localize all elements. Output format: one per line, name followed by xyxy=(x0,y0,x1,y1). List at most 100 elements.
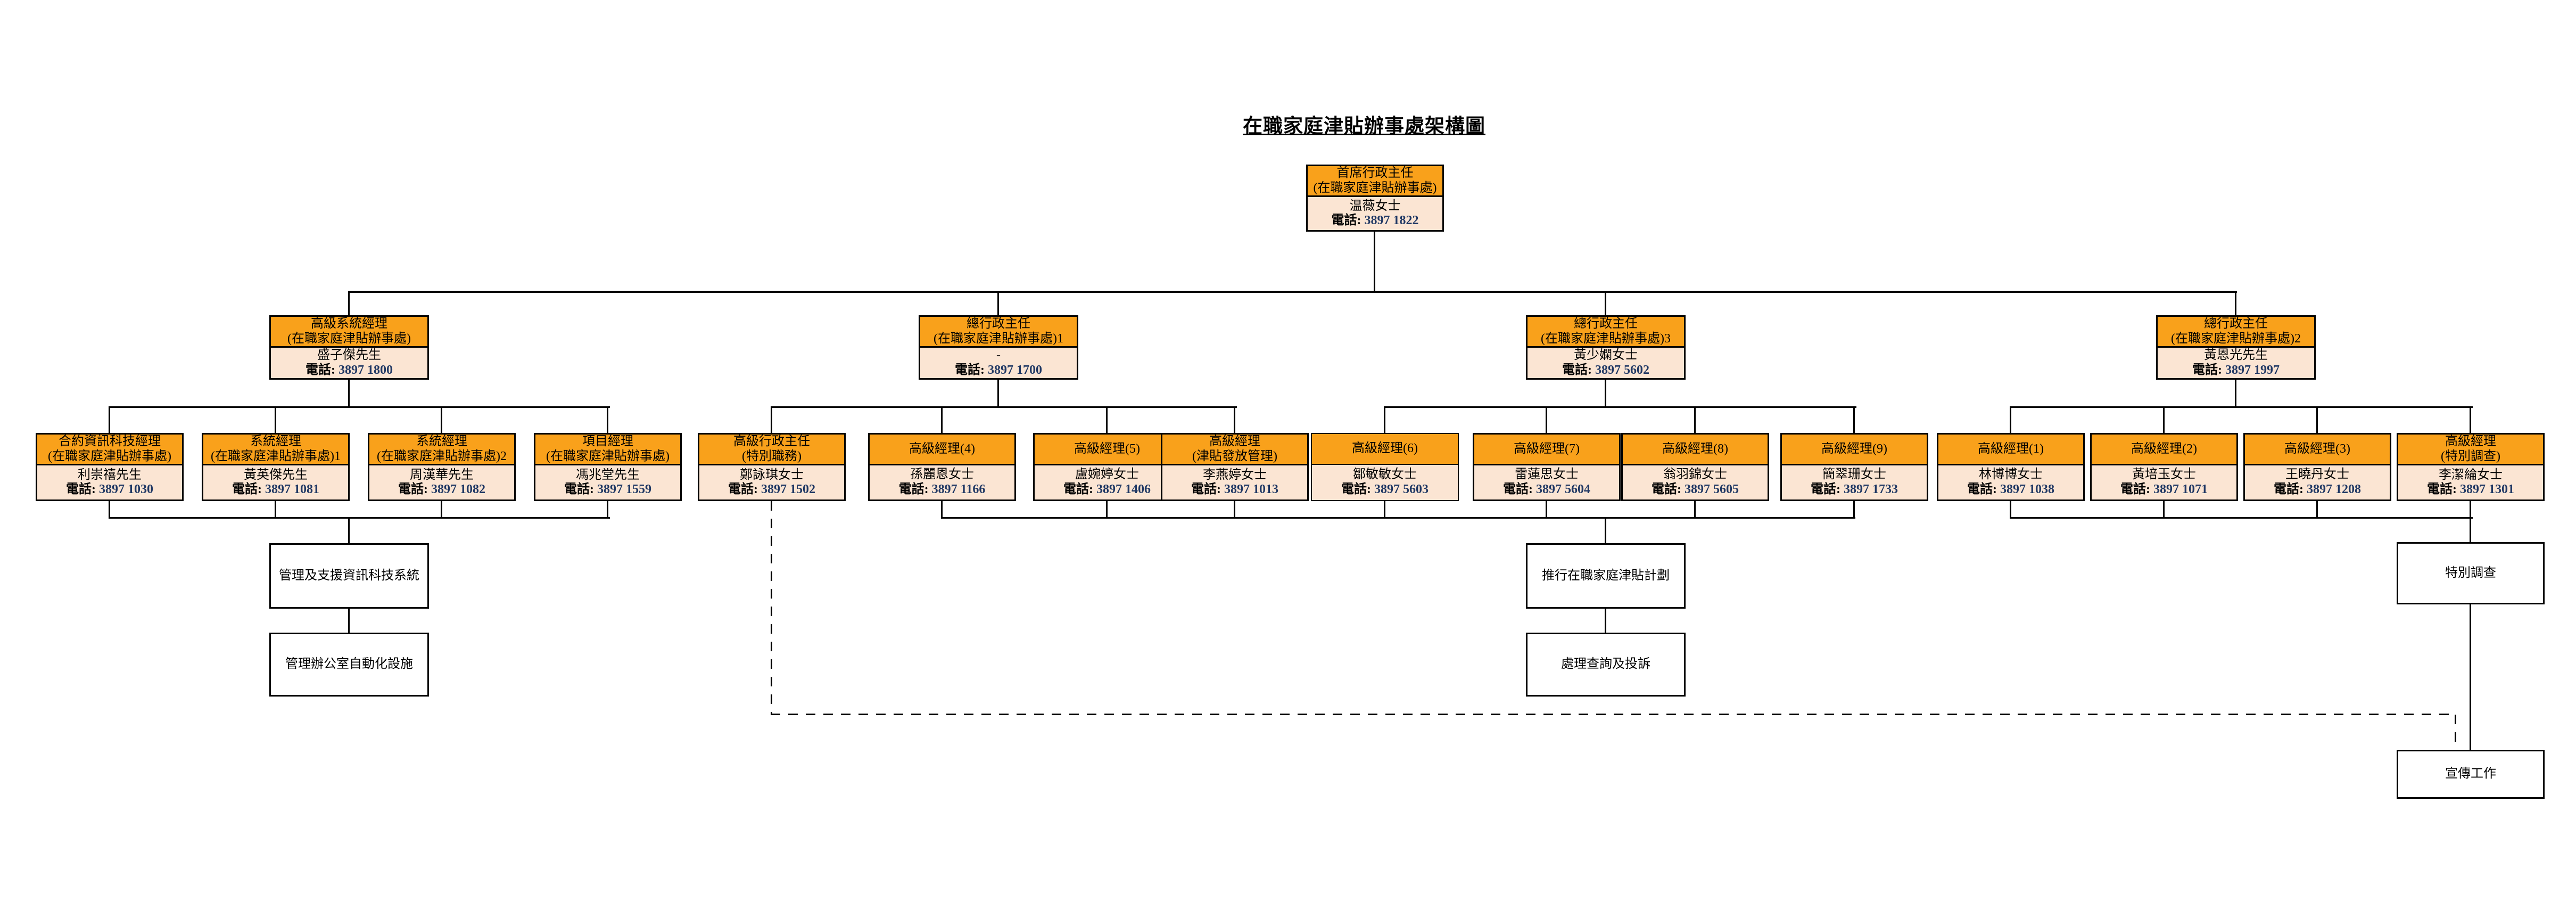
person-name: 利崇禧先生 xyxy=(78,468,142,482)
role-body: 林博博女士 電話: 3897 1038 xyxy=(1938,465,2083,499)
phone-label: 電話: xyxy=(1652,482,1681,496)
connector-stub xyxy=(941,501,943,519)
phone-number: 3897 1559 xyxy=(597,482,651,497)
connector-dashed-horizontal xyxy=(771,714,2456,715)
connector-drop xyxy=(109,408,110,433)
role-subtitle: (津貼發放管理) xyxy=(1192,449,1277,463)
connector-drop xyxy=(441,408,442,433)
connector-drop xyxy=(2235,293,2236,315)
phone-number: 3897 1030 xyxy=(99,482,153,497)
role-body: 利崇禧先生 電話: 3897 1030 xyxy=(37,465,182,499)
phone-label: 電話: xyxy=(1562,363,1592,377)
box-seo-special-duties: 高級行政主任 (特別職務) 鄭詠琪女士 電話: 3897 1502 xyxy=(698,433,846,501)
role-subtitle: (在職家庭津貼辦事處) xyxy=(546,449,670,463)
role-body: 孫麗恩女士 電話: 3897 1166 xyxy=(870,465,1014,499)
phone-number: 3897 1081 xyxy=(265,482,319,497)
task-label: 管理及支援資訊科技系統 xyxy=(279,568,419,583)
role-header: 高級經理(4) xyxy=(870,435,1014,465)
connector-drop xyxy=(348,519,350,543)
phone-line: 電話: 3897 1082 xyxy=(398,482,485,497)
phone-number: 3897 5605 xyxy=(1685,482,1739,496)
phone-line: 電話: 3897 1208 xyxy=(2274,482,2361,497)
person-name: 林博博女士 xyxy=(1979,468,2043,482)
role-body: 李燕婷女士 電話: 3897 1013 xyxy=(1162,465,1307,499)
phone-number: 3897 1502 xyxy=(761,482,815,497)
connector-drop xyxy=(941,408,943,433)
role-header: 總行政主任 (在職家庭津貼辦事處)3 xyxy=(1528,317,1684,348)
role-header: 高級經理(2) xyxy=(2092,435,2236,465)
phone-label: 電話: xyxy=(2192,363,2222,377)
role-title: 首席行政主任 xyxy=(1336,166,1414,180)
phone-number: 3897 1800 xyxy=(338,363,393,377)
person-name: 盛子傑先生 xyxy=(317,348,381,362)
connector-drop xyxy=(2010,408,2011,433)
phone-line: 電話: 3897 1166 xyxy=(899,482,986,497)
connector-drop xyxy=(1853,408,1855,433)
connector-drop xyxy=(1605,609,1606,633)
role-title: 總行政主任 xyxy=(2204,317,2268,331)
phone-line: 電話: 3897 1030 xyxy=(66,482,153,497)
phone-label: 電話: xyxy=(955,363,985,377)
connector-stub xyxy=(275,501,276,519)
box-task-it-systems: 管理及支援資訊科技系統 xyxy=(269,543,429,609)
role-header: 高級經理 (津貼發放管理) xyxy=(1162,435,1307,466)
box-task-enquiries-complaints: 處理查詢及投訴 xyxy=(1526,633,1686,697)
phone-line: 電話: 3897 5602 xyxy=(1562,363,1649,378)
connector-bus-groupB xyxy=(771,406,1237,408)
connector-drop xyxy=(1384,408,1385,433)
phone-line: 電話: 3897 1081 xyxy=(232,482,319,497)
connector-bus-level2 xyxy=(348,291,2237,293)
person-name: 雷蓮思女士 xyxy=(1515,468,1579,482)
phone-line: 電話: 3897 1406 xyxy=(1063,482,1151,497)
phone-label: 電話: xyxy=(1191,482,1221,497)
person-name: 黃英傑先生 xyxy=(244,468,308,482)
connector-stub xyxy=(2010,501,2011,519)
connector-stub xyxy=(1234,501,1235,519)
phone-label: 電話: xyxy=(1341,482,1371,496)
box-senior-manager-8: 高級經理(8) 翁羽錦女士 電話: 3897 5605 xyxy=(1621,433,1769,501)
person-name: 盧婉婷女士 xyxy=(1075,468,1139,482)
phone-line: 電話: 3897 5605 xyxy=(1652,482,1739,497)
phone-label: 電話: xyxy=(564,482,594,497)
person-name: 鄭詠琪女士 xyxy=(740,468,804,482)
connector-taskbus-groupBC xyxy=(941,517,1855,519)
phone-number: 3897 1166 xyxy=(931,482,986,496)
connector-stub xyxy=(1384,501,1385,519)
connector-taskbus-groupA xyxy=(109,517,610,519)
connector-drop xyxy=(2470,408,2471,433)
connector-drop xyxy=(348,380,350,407)
phone-number: 3897 1082 xyxy=(431,482,485,497)
role-body: 雷蓮思女士 電話: 3897 5604 xyxy=(1474,465,1619,499)
task-label: 宣傳工作 xyxy=(2445,767,2496,781)
phone-line: 電話: 3897 5604 xyxy=(1503,482,1590,497)
role-header: 高級行政主任 (特別職務) xyxy=(699,435,844,466)
connector-stub xyxy=(1546,501,1547,519)
phone-number: 3897 1700 xyxy=(988,363,1042,377)
task-label: 處理查詢及投訴 xyxy=(1561,657,1650,671)
connector-drop xyxy=(1106,408,1108,433)
role-subtitle: (特別職務) xyxy=(742,449,802,463)
box-senior-manager-6: 高級經理(6) 鄒敏敏女士 電話: 3897 5603 xyxy=(1311,433,1459,501)
phone-label: 電話: xyxy=(398,482,428,497)
person-name: 孫麗恩女士 xyxy=(910,468,974,482)
box-senior-manager-7: 高級經理(7) 雷蓮思女士 電話: 3897 5604 xyxy=(1473,433,1621,501)
phone-number: 3897 5602 xyxy=(1595,363,1649,377)
box-task-publicity: 宣傳工作 xyxy=(2397,750,2545,799)
box-chief-executive-officer: 首席行政主任 (在職家庭津貼辦事處) 温薇女士 電話: 3897 1822 xyxy=(1306,165,1444,232)
phone-label: 電話: xyxy=(2427,482,2457,497)
role-subtitle: (在職家庭津貼辦事處) xyxy=(48,449,171,463)
role-title: 系統經理 xyxy=(416,435,467,448)
role-title: 高級經理(4) xyxy=(909,441,975,456)
role-body: 周漢華先生 電話: 3897 1082 xyxy=(369,465,514,499)
role-header: 高級經理(1) xyxy=(1938,435,2083,465)
connector-stub xyxy=(1694,501,1696,519)
connector-drop xyxy=(1605,293,1606,315)
role-body: 簡翠珊女士 電話: 3897 1733 xyxy=(1782,465,1927,499)
role-title: 高級經理(9) xyxy=(1821,441,1887,456)
phone-number: 3897 1733 xyxy=(1844,482,1898,496)
role-header: 高級經理 (特別調查) xyxy=(2398,435,2543,466)
box-systems-manager-2: 系統經理 (在職家庭津貼辦事處)2 周漢華先生 電話: 3897 1082 xyxy=(368,433,516,501)
role-header: 高級經理(3) xyxy=(2245,435,2390,465)
role-title: 高級行政主任 xyxy=(733,435,810,448)
role-header: 項目經理 (在職家庭津貼辦事處) xyxy=(535,435,680,466)
